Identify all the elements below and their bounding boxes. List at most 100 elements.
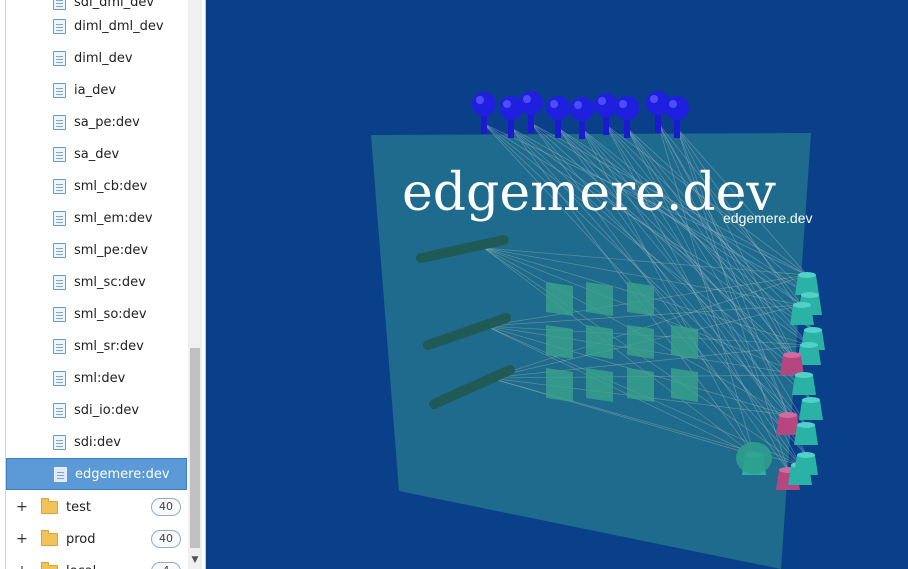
- tile-node: [627, 325, 654, 359]
- cup-node-top: [793, 302, 811, 308]
- tile-node: [546, 282, 573, 316]
- scrollbar-thumb[interactable]: [190, 348, 200, 548]
- sphere-highlight: [669, 100, 677, 108]
- file-icon: [53, 146, 66, 162]
- connection-line: [581, 128, 810, 346]
- sphere-node: [570, 97, 594, 121]
- expand-icon[interactable]: +: [16, 531, 28, 547]
- 3d-scene-viewport[interactable]: edgemere.dev edgemere.dev: [206, 0, 908, 569]
- file-icon: [53, 0, 66, 10]
- connection-line: [657, 122, 803, 306]
- sphere-highlight: [598, 97, 606, 105]
- panel-border: [5, 0, 6, 569]
- tile-node: [586, 368, 613, 402]
- tree-file-item[interactable]: sml_em:dev: [6, 202, 187, 234]
- file-icon: [53, 210, 66, 226]
- sphere-node: [594, 93, 618, 117]
- sphere-highlight: [619, 100, 627, 108]
- sphere-node: [499, 96, 523, 120]
- tree-file-label: ia_dev: [74, 82, 117, 98]
- cup-node-top: [783, 352, 801, 358]
- connection-line: [676, 127, 805, 376]
- cup-node: [797, 345, 821, 365]
- connection-line: [557, 127, 801, 466]
- tree-file-item[interactable]: sml_cb:dev: [6, 170, 187, 202]
- connection-line: [489, 377, 755, 456]
- tree-file-label: sml_sc:dev: [74, 274, 146, 290]
- tree-file-item[interactable]: ia_dev: [6, 74, 187, 106]
- cup-node-top: [795, 372, 813, 378]
- cup-node-top: [804, 327, 822, 333]
- connection-line: [657, 122, 807, 456]
- sphere-highlight: [503, 100, 511, 108]
- tile-node: [546, 368, 573, 402]
- connection-line: [510, 127, 807, 456]
- tree-folder-label: prod: [66, 531, 96, 547]
- file-icon: [53, 402, 66, 418]
- sphere-stem: [603, 113, 609, 135]
- expand-icon[interactable]: +: [16, 563, 28, 569]
- sphere-highlight: [574, 101, 582, 109]
- tile-node: [671, 368, 698, 402]
- tree-file-item[interactable]: sml_so:dev: [6, 298, 187, 330]
- tree-file-item[interactable]: sml_pe:dev: [6, 234, 187, 266]
- connection-line: [626, 127, 810, 346]
- connection-line: [557, 127, 807, 426]
- scrollbar[interactable]: ▼: [188, 0, 202, 569]
- tree-folder-label: local: [66, 564, 96, 569]
- tree-file-label: diml_dev: [74, 50, 133, 66]
- connection-line: [657, 122, 755, 456]
- tree-folder-label: test: [66, 499, 91, 515]
- sphere-node: [472, 92, 496, 116]
- sphere-stem: [655, 111, 661, 133]
- connection-line: [557, 127, 805, 376]
- tree-file-item[interactable]: diml_dml_dev: [6, 10, 187, 42]
- tree-file-label: sml_em:dev: [74, 210, 153, 226]
- folder-icon: [41, 561, 58, 569]
- sphere-stem: [624, 116, 630, 138]
- tree-file-item[interactable]: sml:dev: [6, 362, 187, 394]
- tree-file-item[interactable]: sdi:dev: [6, 426, 187, 458]
- tree-file-item[interactable]: edgemere:dev: [6, 458, 187, 490]
- scroll-down-arrow-icon[interactable]: ▼: [191, 555, 199, 565]
- pipe-node: [416, 235, 509, 263]
- connection-line: [530, 122, 808, 276]
- tree-file-label: edgemere:dev: [75, 466, 170, 482]
- cup-node: [790, 305, 814, 325]
- tree-folder-local[interactable]: +local4: [6, 555, 187, 569]
- expand-icon[interactable]: +: [16, 499, 28, 515]
- scene-canvas[interactable]: edgemere.dev edgemere.dev: [206, 0, 908, 569]
- tree-file-item[interactable]: sml_sr:dev: [6, 330, 187, 362]
- cup-node: [795, 275, 819, 295]
- tree-file-item[interactable]: sa_pe:dev: [6, 106, 187, 138]
- file-icon: [54, 466, 67, 482]
- cluster-node: [736, 442, 772, 474]
- file-icon: [53, 370, 66, 386]
- tree-file-item[interactable]: diml_dev: [6, 42, 187, 74]
- tree-file-label: sml:dev: [74, 370, 126, 386]
- tree-file-item[interactable]: sml_sc:dev: [6, 266, 187, 298]
- connection-line: [530, 122, 789, 416]
- sphere-highlight: [550, 100, 558, 108]
- sphere-node: [615, 96, 639, 120]
- file-icon: [53, 274, 66, 290]
- pipe-node: [429, 365, 515, 409]
- connection-line: [483, 247, 808, 276]
- connection-line: [605, 124, 814, 331]
- tree-file-item[interactable]: sdi_io:dev: [6, 394, 187, 426]
- tree-file-partial[interactable]: sdi_dml_dev: [6, 0, 187, 18]
- tree-file-item[interactable]: sa_dev: [6, 138, 187, 170]
- connection-line: [626, 127, 807, 426]
- connection-line: [626, 127, 805, 376]
- connection-line: [530, 122, 793, 356]
- connection-line: [489, 344, 810, 379]
- sphere-stem: [579, 117, 585, 139]
- file-icon: [53, 338, 66, 354]
- cup-node: [776, 415, 800, 435]
- connection-line: [483, 123, 807, 426]
- connection-line: [626, 127, 801, 466]
- tree-file-label: sdi_dml_dev: [74, 0, 155, 10]
- sphere-stem: [508, 116, 514, 138]
